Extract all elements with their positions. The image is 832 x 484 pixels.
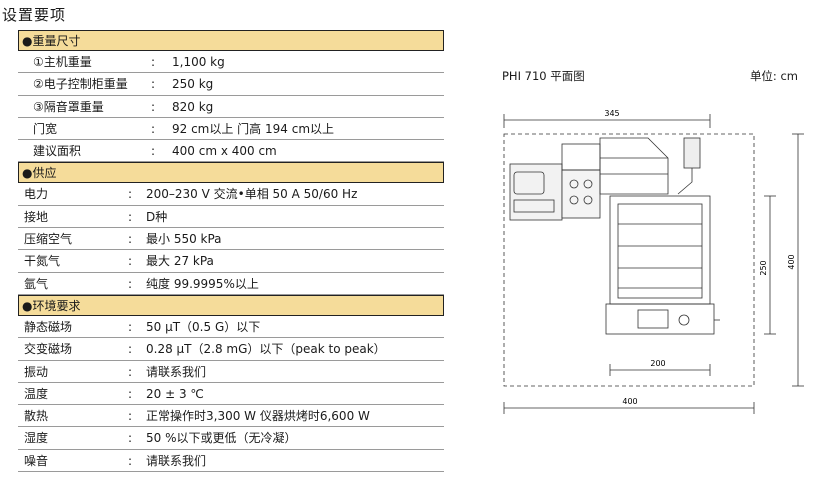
row-label: 噪音 <box>24 453 49 468</box>
row-value: 纯度 99.9995%以上 <box>146 276 259 291</box>
row-label: 静态磁场 <box>24 319 73 334</box>
row-label: 散热 <box>24 409 49 424</box>
row-value: 50 %以下或更低（无冷凝） <box>146 431 297 446</box>
row-colon: : <box>128 319 133 334</box>
table-row: ①主机重量 : 1,100 kg <box>18 51 444 74</box>
section-header-supply: ●供应 <box>18 162 444 184</box>
row-colon: : <box>128 386 133 401</box>
section-header-environment: ●环境要求 <box>18 294 444 316</box>
row-label: 电力 <box>24 187 49 202</box>
row-label: 氩气 <box>24 276 49 291</box>
floor-plan-drawing: 345 250 400 200 400 <box>503 109 804 414</box>
dim-bottom-inner: 200 <box>650 359 665 368</box>
table-row: 静态磁场 : 50 µT（0.5 G）以下 <box>18 316 444 339</box>
table-row: 湿度 : 50 %以下或更低（无冷凝） <box>18 427 444 450</box>
table-row: ②电子控制柜重量 : 250 kg <box>18 73 444 96</box>
enclosure-inner <box>617 203 703 299</box>
row-value: 正常操作时3,300 W 仪器烘烤时6,600 W <box>146 409 370 424</box>
table-row: 干氮气 : 最大 27 kPa <box>18 250 444 273</box>
row-value: 92 cm以上 门高 194 cm以上 <box>172 121 335 136</box>
row-colon: : <box>151 77 156 92</box>
analyzer-head <box>561 143 601 171</box>
table-row: 噪音 : 请联系我们 <box>18 450 444 473</box>
row-colon: : <box>128 187 133 202</box>
row-value: 50 µT（0.5 G）以下 <box>146 319 261 334</box>
row-value: 0.28 µT（2.8 mG）以下（peak to peak） <box>146 342 386 357</box>
table-row: 接地 : D种 <box>18 206 444 229</box>
row-label: 湿度 <box>24 431 49 446</box>
table-row: 建议面积 : 400 cm x 400 cm <box>18 140 444 163</box>
row-label: ①主机重量 <box>33 55 92 69</box>
row-value: 20 ± 3 ℃ <box>146 386 204 401</box>
row-colon: : <box>128 364 133 379</box>
row-colon: : <box>128 232 133 247</box>
row-colon: : <box>128 409 133 424</box>
table-row: ③隔音罩重量 : 820 kg <box>18 96 444 118</box>
row-colon: : <box>151 55 156 69</box>
row-colon: : <box>128 276 133 291</box>
row-label: ③隔音罩重量 <box>33 99 104 114</box>
floor-plan-title: PHI 710 平面图 <box>502 69 585 83</box>
row-colon: : <box>151 121 156 136</box>
row-colon: : <box>128 342 133 357</box>
table-row: 压缩空气 : 最小 550 kPa <box>18 228 444 251</box>
row-colon: : <box>128 209 133 224</box>
row-value: 请联系我们 <box>146 453 207 468</box>
dim-top: 345 <box>604 109 619 118</box>
installation-area-outline <box>503 133 755 387</box>
row-colon: : <box>128 453 133 468</box>
row-value: 请联系我们 <box>146 364 207 379</box>
spec-table: ●重量尺寸 ①主机重量 : 1,100 kg ②电子控制柜重量 : 250 kg… <box>18 30 444 473</box>
console-unit <box>509 163 563 221</box>
row-label: 温度 <box>24 386 49 401</box>
row-colon: : <box>151 99 156 114</box>
pump-block <box>561 169 601 219</box>
row-colon: : <box>128 254 133 269</box>
row-label: 振动 <box>24 364 49 379</box>
row-value: 1,100 kg <box>172 55 225 69</box>
page-title: 设置要项 <box>2 6 67 24</box>
row-label: 建议面积 <box>33 144 82 159</box>
table-row: 散热 : 正常操作时3,300 W 仪器烘烤时6,600 W <box>18 405 444 428</box>
row-value: 200–230 V 交流•单相 50 A 50/60 Hz <box>146 187 358 202</box>
row-colon: : <box>128 431 133 446</box>
dim-right-inner: 250 <box>759 260 768 275</box>
console-panel <box>513 199 555 213</box>
floor-plan: PHI 710 平面图 单位: cm <box>498 62 828 422</box>
row-value: 最大 27 kPa <box>146 254 214 269</box>
table-row: 门宽 : 92 cm以上 门高 194 cm以上 <box>18 118 444 141</box>
dim-right-outer: 400 <box>787 254 796 269</box>
console-screen <box>513 171 545 195</box>
row-value: D种 <box>146 209 168 224</box>
row-label: 交变磁场 <box>24 342 73 357</box>
table-row: 振动 : 请联系我们 <box>18 361 444 383</box>
row-label: 接地 <box>24 209 49 224</box>
table-row: 氩气 : 纯度 99.9995%以上 <box>18 273 444 295</box>
floor-plan-unit: 单位: cm <box>749 69 798 83</box>
row-value: 250 kg <box>172 77 214 92</box>
row-value: 最小 550 kPa <box>146 232 222 247</box>
table-row: 电力 : 200–230 V 交流•单相 50 A 50/60 Hz <box>18 183 444 206</box>
analyzer-chamber <box>599 137 669 195</box>
row-value: 400 cm x 400 cm <box>172 144 277 159</box>
dim-bottom-outer: 400 <box>622 397 637 406</box>
row-label: 干氮气 <box>24 254 61 269</box>
table-row: 温度 : 20 ± 3 ℃ <box>18 383 444 406</box>
row-label: ②电子控制柜重量 <box>33 77 128 92</box>
table-row: 交变磁场 : 0.28 µT（2.8 mG）以下（peak to peak） <box>18 338 444 361</box>
row-label: 压缩空气 <box>24 232 73 247</box>
row-colon: : <box>151 144 156 159</box>
cable-column <box>683 137 701 169</box>
base-frame <box>605 303 715 335</box>
row-value: 820 kg <box>172 99 214 114</box>
section-header-weight: ●重量尺寸 <box>18 30 444 51</box>
row-label: 门宽 <box>33 121 58 136</box>
